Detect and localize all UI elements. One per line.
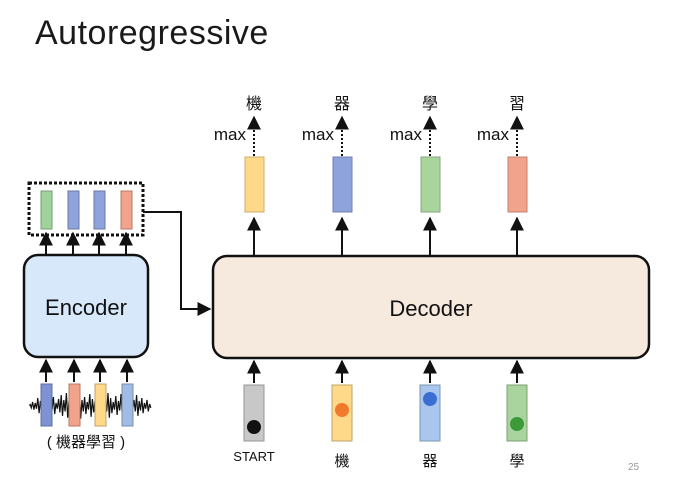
encoder-input-vector — [40, 383, 53, 427]
decoder-input-label: 機 — [334, 453, 349, 470]
decoder-input-3: 器 — [419, 359, 441, 470]
decoder-input-1: START — [233, 359, 275, 464]
token-dot — [247, 420, 261, 434]
decoder-output-vector — [332, 156, 353, 213]
encoder-input-vector — [68, 383, 81, 427]
decoder-label: Decoder — [389, 296, 472, 321]
encoder-block — [22, 253, 150, 359]
output-token: 機 — [246, 95, 262, 113]
decoder-output-vector — [244, 156, 265, 213]
decoder-input-vector — [506, 384, 528, 442]
encoder-to-decoder-arrow — [143, 211, 212, 316]
decoder-output-3: max 學 — [390, 95, 441, 256]
max-label: max — [477, 125, 510, 144]
decoder-input-2: 機 — [331, 359, 353, 470]
decoder-output-2: max 器 — [302, 95, 353, 256]
encoder-output-arrows — [39, 231, 133, 255]
max-label: max — [390, 125, 423, 144]
encoder-output-vectors — [40, 190, 133, 230]
output-token: 學 — [422, 95, 438, 113]
encoder-input-vector — [94, 383, 107, 427]
encoder-output-vector — [93, 190, 106, 230]
decoder-input-label: 器 — [422, 453, 437, 470]
encoder-output-vector — [40, 190, 53, 230]
encoder-output-box — [27, 181, 145, 237]
decoder-input-4: 學 — [506, 359, 528, 470]
encoder-output-vector — [120, 190, 133, 230]
decoder-input-label: START — [233, 449, 274, 464]
token-dot — [510, 417, 524, 431]
decoder-output-4: max 習 — [477, 95, 528, 256]
token-dot — [335, 403, 349, 417]
output-token: 器 — [334, 95, 350, 113]
decoder-outputs: max 機 max 器 max 學 max 習 — [214, 95, 528, 256]
encoder-input-vector — [121, 383, 134, 427]
decoder-output-1: max 機 — [214, 95, 265, 256]
slide-title: Autoregressive — [35, 14, 269, 52]
encoder-output-vector — [67, 190, 80, 230]
encoder-input-vectors — [40, 383, 134, 427]
encoder-input-arrows — [39, 358, 134, 382]
decoder-inputs: START 機 器 學 — [233, 359, 528, 470]
encoder-label: Encoder — [45, 295, 127, 320]
output-token: 習 — [509, 95, 525, 113]
decoder-output-vector — [507, 156, 528, 213]
decoder-input-label: 學 — [509, 452, 524, 470]
max-label: max — [214, 125, 247, 144]
page-number: 25 — [628, 462, 640, 473]
encoder-input-caption: ( 機器學習 ) — [47, 433, 125, 451]
decoder-output-vector — [420, 156, 441, 213]
token-dot — [423, 392, 437, 406]
max-label: max — [302, 125, 335, 144]
